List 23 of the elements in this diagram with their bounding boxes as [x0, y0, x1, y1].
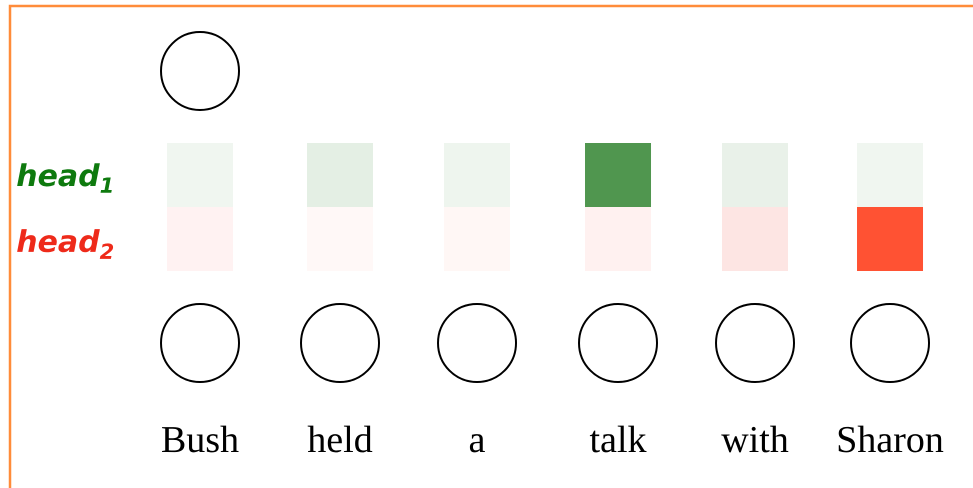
- word-label: a: [470, 434, 485, 452]
- word-label: held: [308, 426, 372, 452]
- word-label: Bush: [162, 426, 239, 452]
- word-label: Sharon: [838, 426, 944, 452]
- attention-square: [585, 143, 651, 207]
- attention-square: [307, 143, 373, 207]
- circle: [715, 303, 795, 383]
- circle: [160, 31, 240, 111]
- word-label: talk: [590, 426, 647, 452]
- attention-square: [585, 207, 651, 271]
- attention-square: [722, 143, 788, 207]
- circle: [160, 303, 240, 383]
- attention-square: [307, 207, 373, 271]
- word-label: with: [721, 426, 788, 452]
- circle: [300, 303, 380, 383]
- head-label: head$_{2}$: [17, 229, 114, 259]
- attention-square: [857, 207, 923, 271]
- circle: [850, 303, 930, 383]
- attention-square: [857, 143, 923, 207]
- attention-square: [722, 207, 788, 271]
- circle: [437, 303, 517, 383]
- circle: [578, 303, 658, 383]
- head-label: head$_{1}$: [17, 163, 112, 193]
